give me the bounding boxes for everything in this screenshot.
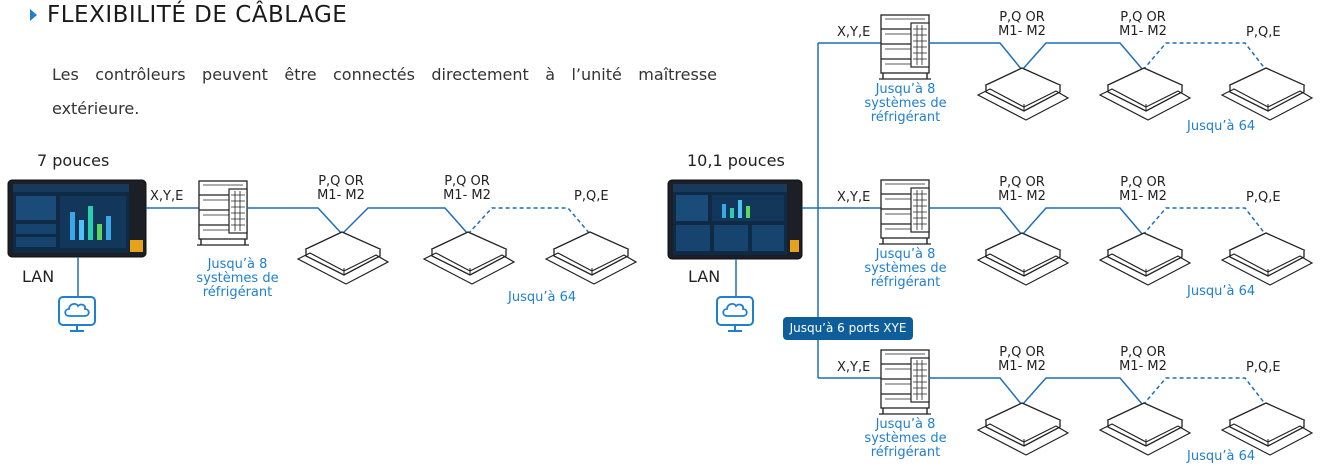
description: Les contrôleurs peuvent être connectés d… bbox=[52, 65, 717, 118]
controller-10-label: 10,1 pouces bbox=[687, 151, 785, 170]
outdoor-caption: Jusqu’à 8 systèmes de réfrigérant bbox=[864, 82, 947, 125]
link2-label: P,Q OR M1- M2 bbox=[1119, 345, 1167, 374]
caret-right-icon bbox=[30, 9, 37, 21]
link3-label: P,Q,E bbox=[1246, 25, 1281, 40]
right-row-2 bbox=[818, 179, 1313, 286]
outdoor-unit-icon bbox=[196, 180, 250, 246]
link2-label: P,Q OR M1- M2 bbox=[1119, 10, 1167, 39]
xye-label: X,Y,E bbox=[150, 189, 184, 204]
link1-label: P,Q OR M1- M2 bbox=[317, 174, 365, 203]
indoor-unit-icon bbox=[423, 231, 515, 285]
indoor-caption: Jusqu’à 64 bbox=[1187, 119, 1256, 134]
outdoor-caption: Jusqu’à 8 systèmes de réfrigérant bbox=[864, 417, 947, 460]
page-title: FLEXIBILITÉ DE CÂBLAGE bbox=[47, 2, 348, 28]
indoor-caption: Jusqu’à 64 bbox=[508, 290, 577, 305]
xye-label: X,Y,E bbox=[837, 190, 871, 205]
indoor-caption: Jusqu’à 64 bbox=[1187, 284, 1256, 299]
indoor-caption: Jusqu’à 64 bbox=[1187, 449, 1256, 464]
right-row-1 bbox=[818, 14, 1313, 121]
link3-label: P,Q,E bbox=[574, 189, 609, 204]
controller-7-label: 7 pouces bbox=[37, 151, 110, 170]
xye-label: X,Y,E bbox=[837, 360, 871, 375]
ports-badge: Jusqu’à 6 ports XYE bbox=[783, 317, 913, 340]
link1-label: P,Q OR M1- M2 bbox=[998, 175, 1046, 204]
link2-label: P,Q OR M1- M2 bbox=[443, 174, 491, 203]
link1-label: P,Q OR M1- M2 bbox=[998, 345, 1046, 374]
indoor-unit-icon bbox=[297, 231, 389, 285]
controller-10-inch bbox=[667, 179, 803, 260]
lan-label: LAN bbox=[22, 267, 55, 286]
link1-label: P,Q OR M1- M2 bbox=[998, 10, 1046, 39]
link2-label: P,Q OR M1- M2 bbox=[1119, 175, 1167, 204]
link3-label: P,Q,E bbox=[1246, 190, 1281, 205]
section-heading: FLEXIBILITÉ DE CÂBLAGE bbox=[30, 2, 347, 28]
xye-label: X,Y,E bbox=[837, 25, 871, 40]
cloud-monitor-icon bbox=[58, 296, 96, 332]
link3-label: P,Q,E bbox=[1246, 360, 1281, 375]
right-row-3 bbox=[818, 349, 1313, 456]
cloud-monitor-icon bbox=[716, 296, 754, 332]
controller-7-inch bbox=[7, 179, 147, 258]
outdoor-caption: Jusqu’à 8 systèmes de réfrigérant bbox=[196, 257, 279, 300]
indoor-unit-icon bbox=[545, 231, 637, 285]
lan-label: LAN bbox=[688, 267, 721, 286]
outdoor-caption: Jusqu’à 8 systèmes de réfrigérant bbox=[864, 247, 947, 290]
